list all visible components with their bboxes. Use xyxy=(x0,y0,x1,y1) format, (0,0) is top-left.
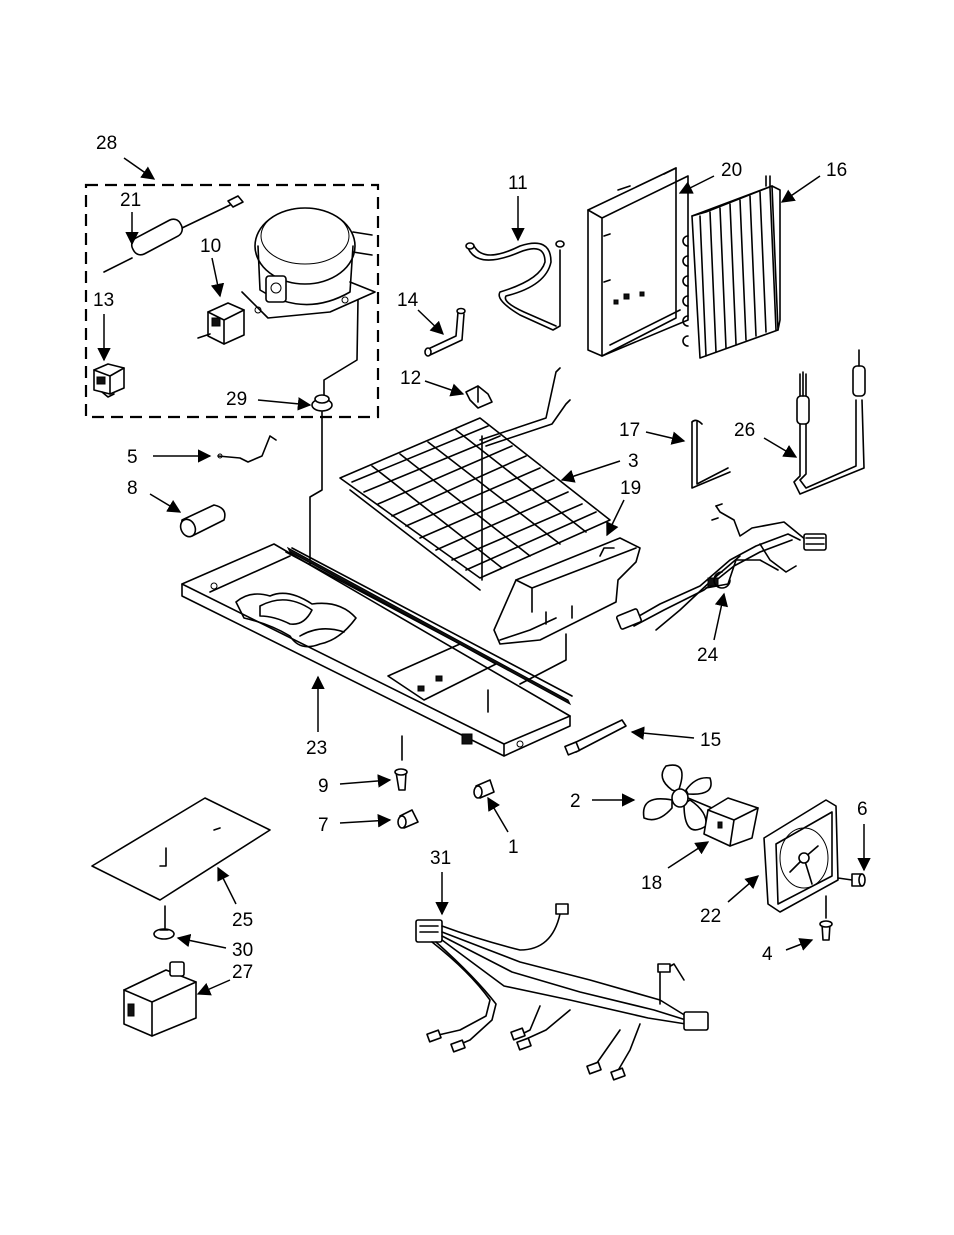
callout-26: 26 xyxy=(734,420,755,441)
fan-bracket-22[interactable] xyxy=(764,800,838,912)
connector-7[interactable] xyxy=(398,810,418,828)
callout-9: 9 xyxy=(318,776,329,797)
callout-30: 30 xyxy=(232,940,253,961)
tube-17[interactable] xyxy=(692,420,730,488)
fan-blade-2[interactable] xyxy=(644,765,712,830)
callout-5: 5 xyxy=(127,447,138,468)
wire-5[interactable] xyxy=(218,436,276,462)
insulation-8[interactable] xyxy=(178,505,225,539)
callout-28: 28 xyxy=(96,133,117,154)
wire-harness-31[interactable] xyxy=(416,904,708,1080)
tube-11[interactable] xyxy=(466,241,564,330)
callout-20: 20 xyxy=(721,160,742,181)
overload-protector-13[interactable] xyxy=(94,364,124,397)
evaporator-cover-20[interactable] xyxy=(588,168,688,356)
tube-14[interactable] xyxy=(425,309,465,357)
callout-31: 31 xyxy=(430,848,451,869)
callout-1: 1 xyxy=(508,837,519,858)
callout-23: 23 xyxy=(306,738,327,759)
screw-4[interactable] xyxy=(820,896,832,940)
callout-25: 25 xyxy=(232,910,253,931)
pushpin-30[interactable] xyxy=(154,906,174,939)
drain-trough-19[interactable] xyxy=(494,538,640,644)
compressor[interactable] xyxy=(242,208,375,318)
callout-10: 10 xyxy=(200,236,221,257)
callout-29: 29 xyxy=(226,389,247,410)
callout-24: 24 xyxy=(697,645,719,666)
screw-9[interactable] xyxy=(395,736,407,790)
control-box-27[interactable] xyxy=(124,962,196,1036)
callout-18: 18 xyxy=(641,873,662,894)
callout-22: 22 xyxy=(700,906,721,927)
cable-tie-15[interactable] xyxy=(565,720,626,755)
start-relay-10[interactable] xyxy=(198,303,244,344)
insulation-sheet-25[interactable] xyxy=(92,798,270,900)
machine-compartment-base-23[interactable] xyxy=(182,544,572,756)
callout-19: 19 xyxy=(620,478,641,499)
evaporator-16[interactable] xyxy=(683,176,780,358)
callout-21: 21 xyxy=(120,190,141,211)
screw-6[interactable] xyxy=(838,874,865,886)
callout-16: 16 xyxy=(826,160,847,181)
callout-2: 2 xyxy=(570,791,581,812)
callout-17: 17 xyxy=(619,420,640,441)
connector-1[interactable] xyxy=(474,780,494,798)
callout-27: 27 xyxy=(232,962,253,983)
callout-4: 4 xyxy=(762,944,773,965)
grommet-29[interactable] xyxy=(310,300,358,592)
callout-8: 8 xyxy=(127,478,138,499)
heat-exchanger-26[interactable] xyxy=(794,350,865,494)
callout-13: 13 xyxy=(93,290,114,311)
callout-11: 11 xyxy=(508,173,528,194)
wire-harness-24[interactable] xyxy=(616,504,826,630)
callout-7: 7 xyxy=(318,815,329,836)
callout-3: 3 xyxy=(628,451,639,472)
callout-6: 6 xyxy=(857,799,868,820)
clip-12[interactable] xyxy=(466,386,492,408)
callout-14: 14 xyxy=(397,290,419,311)
callout-15: 15 xyxy=(700,730,721,751)
callout-12: 12 xyxy=(400,368,421,389)
